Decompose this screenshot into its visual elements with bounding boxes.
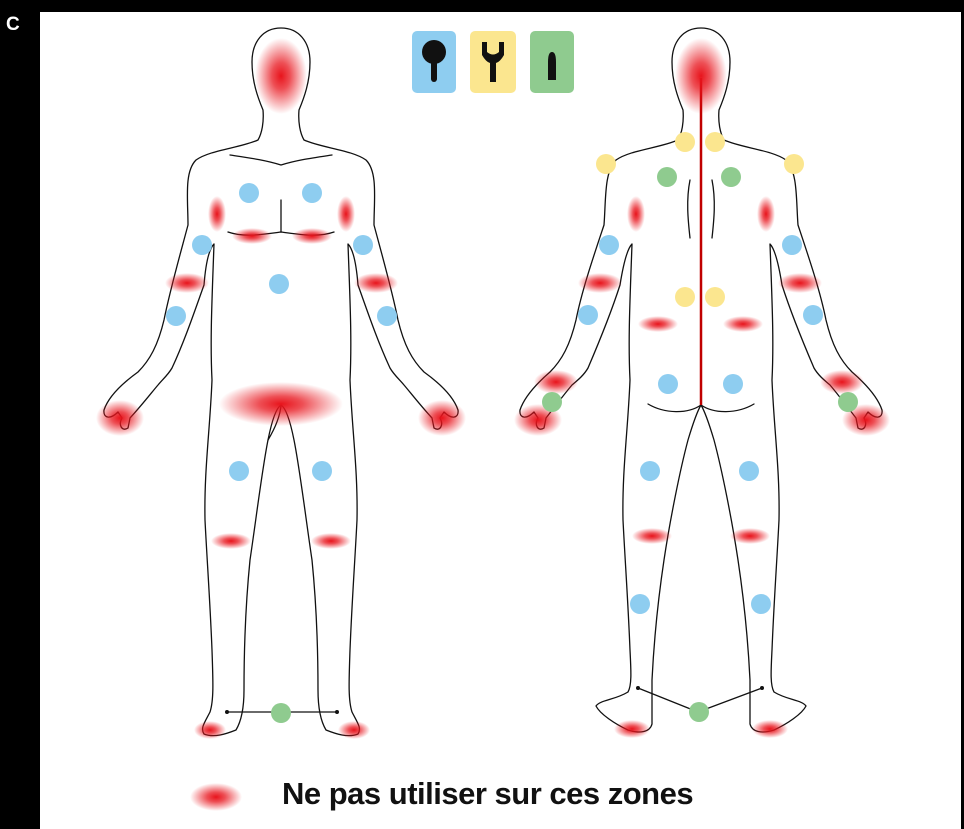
avoid-zone-legend-swatch xyxy=(190,783,242,811)
attachment-legend xyxy=(412,31,574,93)
avoid-zones xyxy=(96,38,890,739)
bullet-head-icon xyxy=(530,31,574,93)
front-body-outline xyxy=(104,28,458,736)
legend-text: Ne pas utiliser sur ces zones xyxy=(282,776,693,812)
round-head-icon xyxy=(412,31,456,93)
fork-head-icon xyxy=(470,31,516,93)
